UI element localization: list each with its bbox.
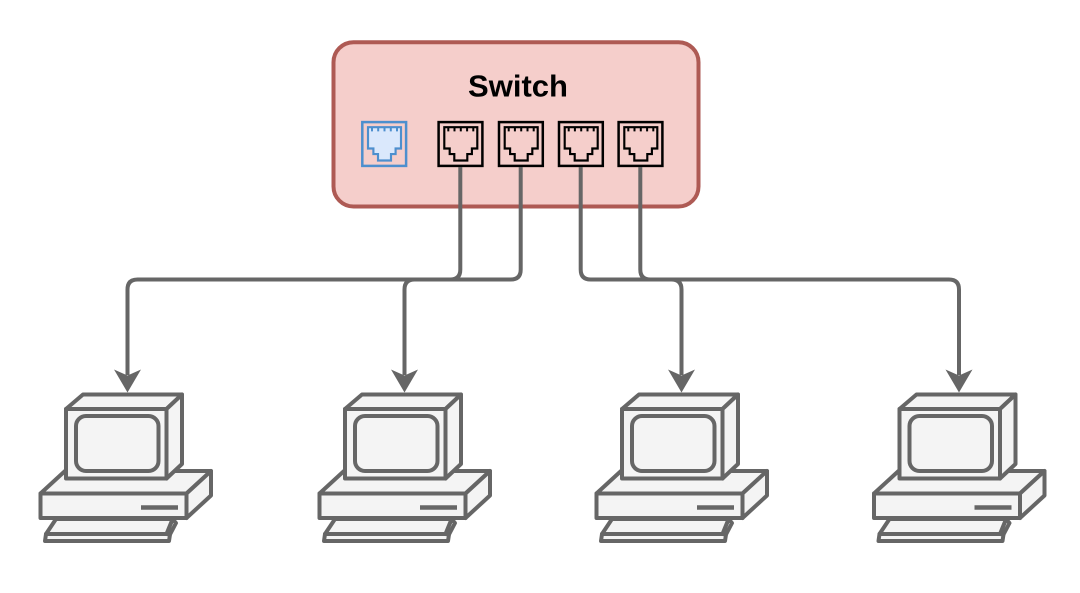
svg-text:Switch: Switch: [468, 68, 568, 103]
